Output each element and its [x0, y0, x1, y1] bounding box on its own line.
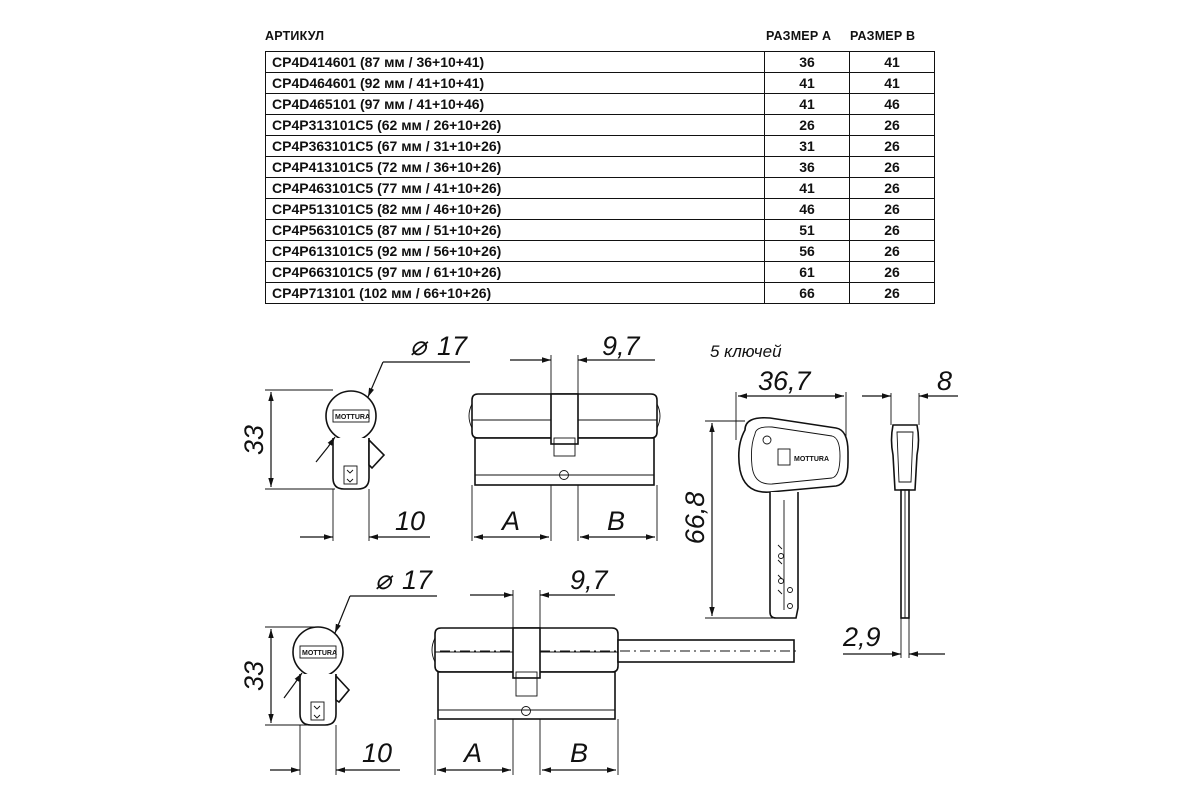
top-profile-view: 33 MOTTURA ⌀ 17 10: [239, 331, 470, 541]
bottom-dim-b: B: [570, 738, 588, 768]
top-dim-a: A: [500, 506, 520, 536]
header-size-b: РАЗМЕР В: [850, 29, 916, 43]
top-profile-diameter-label: 17: [437, 331, 468, 361]
row-article: CP4P713101 (102 мм / 66+10+26): [265, 282, 765, 304]
top-dim-b: B: [607, 506, 625, 536]
key-blade-thickness-label: 2,9: [842, 622, 881, 652]
row-size-a: 41: [764, 93, 850, 115]
top-cylinder-view: 9,7 A B: [468, 331, 661, 541]
row-size-b: 41: [849, 51, 935, 73]
top-profile-diameter-symbol: ⌀: [410, 331, 429, 361]
bottom-profile-view: 33 MOTTURA ⌀ 17 10: [239, 565, 437, 775]
svg-text:MOTTURA: MOTTURA: [302, 650, 337, 657]
bottom-cylinder-view: 9,7 A B: [431, 565, 800, 775]
bottom-cam-label: 9,7: [570, 565, 609, 595]
row-size-b: 26: [849, 114, 935, 136]
header-size-a: РАЗМЕР А: [766, 29, 832, 43]
row-size-a: 66: [764, 282, 850, 304]
row-size-a: 36: [764, 51, 850, 73]
row-article: CP4P513101C5 (82 мм / 46+10+26): [265, 198, 765, 220]
bottom-profile-width-label: 10: [362, 738, 392, 768]
key-view: 5 ключей 36,7 MOTTURA 66,8: [680, 342, 849, 619]
row-size-a: 36: [764, 156, 850, 178]
keys-note: 5 ключей: [710, 342, 782, 361]
header-article: АРТИКУЛ: [265, 29, 325, 43]
key-length-label: 66,8: [680, 492, 710, 545]
row-size-b: 26: [849, 261, 935, 283]
svg-text:MOTTURA: MOTTURA: [335, 414, 370, 421]
row-article: CP4D414601 (87 мм / 36+10+41): [265, 51, 765, 73]
row-size-b: 26: [849, 219, 935, 241]
key-head-width-label: 36,7: [758, 366, 812, 396]
bottom-profile-height-label: 33: [239, 661, 269, 691]
top-profile-width-label: 10: [395, 506, 425, 536]
top-profile-height-label: 33: [239, 425, 269, 455]
key-side-view: 8 2,9: [842, 366, 958, 658]
key-thickness-label: 8: [937, 366, 952, 396]
row-article: CP4D465101 (97 мм / 41+10+46): [265, 93, 765, 115]
row-size-b: 26: [849, 282, 935, 304]
bottom-dim-a: A: [462, 738, 482, 768]
bottom-profile-diameter-label: 17: [402, 565, 433, 595]
row-size-b: 26: [849, 156, 935, 178]
bottom-profile-diameter-symbol: ⌀: [375, 565, 394, 595]
row-article: CP4P563101C5 (87 мм / 51+10+26): [265, 219, 765, 241]
top-cam-label: 9,7: [602, 331, 641, 361]
row-article: CP4P413101C5 (72 мм / 36+10+26): [265, 156, 765, 178]
row-size-b: 41: [849, 72, 935, 94]
key-brand: MOTTURA: [794, 456, 829, 463]
